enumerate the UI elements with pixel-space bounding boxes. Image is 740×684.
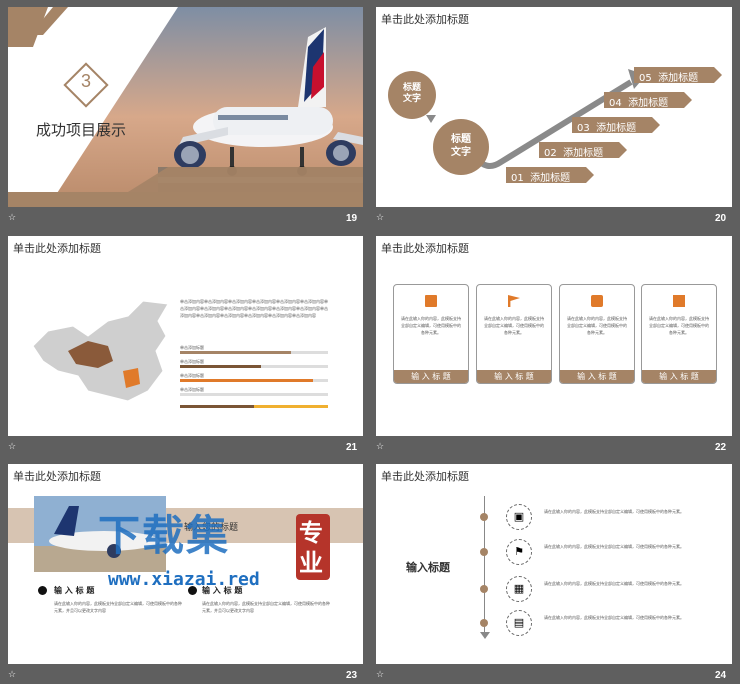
step-label: 01 添加标题 — [511, 173, 571, 184]
flag-icon: ⚑ — [506, 539, 532, 565]
feature-card[interactable]: 请在此输入你的内容，此模板支持全部自定义编辑，可使用模板中的各种元素。 输 入 … — [476, 284, 552, 384]
row-text: 请在此输入你的内容，此模板支持全部自定义编辑，可使用模板中的各种元素。 — [544, 509, 684, 514]
slide-number: 23 — [346, 670, 358, 681]
bullet-dot — [38, 586, 47, 595]
growth-arrow-diagram — [388, 67, 722, 183]
slide-22-thumbnail[interactable]: 单击此处添加标题 请在此输入你的内容，此模板支持全部自定义编辑，可使用模板中的各… — [376, 236, 732, 436]
grid-icon: ▦ — [506, 576, 532, 602]
airplane-photo — [34, 496, 166, 572]
band-title: 输入您的标题 — [184, 523, 239, 533]
bar-label: 单击添加标题 — [180, 359, 204, 364]
section-heading: 输 入 标 题 — [54, 586, 95, 595]
slide-title: 单击此处添加标题 — [13, 243, 101, 255]
card-text: 请在此输入你的内容，此模板支持全部自定义编辑，可使用模板中的各种元素。 — [401, 316, 461, 335]
slide-19-art — [8, 7, 363, 207]
transition-star-icon: ☆ — [376, 213, 385, 223]
card-footer: 输 入 标 题 — [560, 370, 634, 383]
transition-star-icon: ☆ — [376, 670, 385, 680]
film-icon: ▤ — [506, 610, 532, 636]
row-text: 请在此输入你的内容，此模板支持全部自定义编辑，可使用模板中的各种元素。 — [544, 544, 684, 549]
step-label: 05 添加标题 — [639, 73, 699, 84]
slide-title: 单击此处添加标题 — [381, 243, 469, 255]
section-title: 成功项目展示 — [36, 121, 127, 139]
bar-label: 单击添加标题 — [180, 387, 204, 392]
section-heading: 输 入 标 题 — [202, 586, 243, 595]
row-text: 请在此输入你的内容，此模板支持全部自定义编辑，可使用模板中的各种元素。 — [544, 615, 684, 620]
slide-title: 单击此处添加标题 — [381, 471, 469, 483]
slide-title: 单击此处添加标题 — [13, 471, 101, 483]
timeline-row[interactable]: ▣ 请在此输入你的内容，此模板支持全部自定义编辑，可使用模板中的各种元素。 — [480, 504, 720, 530]
card-footer: 输 入 标 题 — [477, 370, 551, 383]
slide-number: 22 — [715, 442, 727, 453]
watermark-url: www.xiazai.red — [108, 569, 260, 590]
card-text: 请在此输入你的内容，此模板支持全部自定义编辑，可使用模板中的各种元素。 — [567, 316, 627, 335]
watermark-title: 下载集 — [98, 511, 231, 560]
gift-icon — [425, 295, 437, 307]
bar-label: 单击添加标题 — [180, 373, 204, 378]
timeline-row[interactable]: ⚑ 请在此输入你的内容，此模板支持全部自定义编辑，可使用模板中的各种元素。 — [480, 539, 720, 565]
slide-19-thumbnail[interactable]: 3 成功项目展示 — [8, 7, 363, 207]
timeline-row[interactable]: ▦ 请在此输入你的内容，此模板支持全部自定义编辑，可使用模板中的各种元素。 — [480, 576, 720, 602]
feature-card[interactable]: 请在此输入你的内容，此模板支持全部自定义编辑，可使用模板中的各种元素。 输 入 … — [393, 284, 469, 384]
section-number: 3 — [80, 71, 91, 91]
slide-number: 19 — [346, 213, 358, 224]
node-dot — [480, 513, 488, 521]
row-text: 请在此输入你的内容，此模板支持全部自定义编辑，可使用模板中的各种元素。 — [544, 581, 684, 586]
transition-star-icon: ☆ — [8, 213, 17, 223]
china-map-icon — [32, 300, 169, 402]
slide-20-thumbnail[interactable]: 单击此处添加标题 标题文字 标题文字 01 添加标题 02 添加标题 03 添加… — [376, 7, 732, 207]
bar-label: 单击添加标题 — [180, 345, 204, 350]
slide-24-thumbnail[interactable]: 单击此处添加标题 输入标题 ▣ 请在此输入你的内容，此模板支持全部自定义编辑，可… — [376, 464, 732, 664]
paragraph-text: 单击添加内容单击添加内容单击添加内容单击添加内容单击添加内容单击添加内容单击添加… — [180, 299, 328, 318]
slide-title: 单击此处添加标题 — [381, 14, 469, 26]
film-icon — [673, 295, 685, 307]
timeline-row[interactable]: ▤ 请在此输入你的内容，此模板支持全部自定义编辑，可使用模板中的各种元素。 — [480, 610, 720, 636]
flag-icon — [508, 295, 520, 307]
timeline-line — [484, 496, 485, 636]
grid-icon — [591, 295, 603, 307]
section-text: 请在此输入你的内容，此模板支持全部自定义编辑，可使用模板中的各种元素，并且可以更… — [202, 601, 330, 613]
step-label: 03 添加标题 — [577, 123, 637, 134]
watermark-sub: 专业 — [299, 519, 323, 577]
bar-fill — [180, 405, 254, 408]
card-footer: 输 入 标 题 — [642, 370, 716, 383]
timeline-arrow-icon — [480, 632, 490, 639]
step-label: 02 添加标题 — [544, 148, 604, 159]
transition-star-icon: ☆ — [8, 670, 17, 680]
slide-number: 21 — [346, 442, 358, 453]
circle-label-1: 标题文字 — [402, 83, 421, 104]
node-dot — [480, 619, 488, 627]
node-dot — [480, 548, 488, 556]
gift-icon: ▣ — [506, 504, 532, 530]
card-text: 请在此输入你的内容，此模板支持全部自定义编辑，可使用模板中的各种元素。 — [649, 316, 709, 335]
slide-number: 24 — [715, 670, 727, 681]
card-text: 请在此输入你的内容，此模板支持全部自定义编辑，可使用模板中的各种元素。 — [484, 316, 544, 335]
progress-bars: 单击添加标题 单击添加标题 单击添加标题 单击添加标题 — [180, 344, 328, 408]
transition-star-icon: ☆ — [8, 442, 17, 452]
transition-star-icon: ☆ — [376, 442, 385, 452]
slide-number: 20 — [715, 213, 727, 224]
bar-fill — [180, 379, 314, 382]
feature-card[interactable]: 请在此输入你的内容，此模板支持全部自定义编辑，可使用模板中的各种元素。 输 入 … — [641, 284, 717, 384]
center-label: 输入标题 — [406, 561, 450, 574]
watermark-seal — [296, 514, 330, 580]
section-text: 请在此输入你的内容，此模板支持全部自定义编辑，可使用模板中的各种元素，并且可以更… — [54, 601, 182, 613]
bar-fill — [180, 365, 262, 368]
feature-card[interactable]: 请在此输入你的内容，此模板支持全部自定义编辑，可使用模板中的各种元素。 输 入 … — [559, 284, 635, 384]
node-dot — [480, 585, 488, 593]
circle-label-2: 标题文字 — [451, 134, 471, 158]
slide-21-thumbnail[interactable]: 单击此处添加标题 单击添加内容单击添加内容单击添加内容单击添加内容单击添加内容单… — [8, 236, 363, 436]
bar-fill — [180, 351, 291, 354]
bullet-dot — [188, 586, 197, 595]
step-label: 04 添加标题 — [609, 98, 669, 109]
card-footer: 输 入 标 题 — [394, 370, 468, 383]
slide-23-thumbnail[interactable]: 单击此处添加标题 输入您的标题 输 入 标 题 请在此输入你的内容，此模板支持全… — [8, 464, 363, 664]
